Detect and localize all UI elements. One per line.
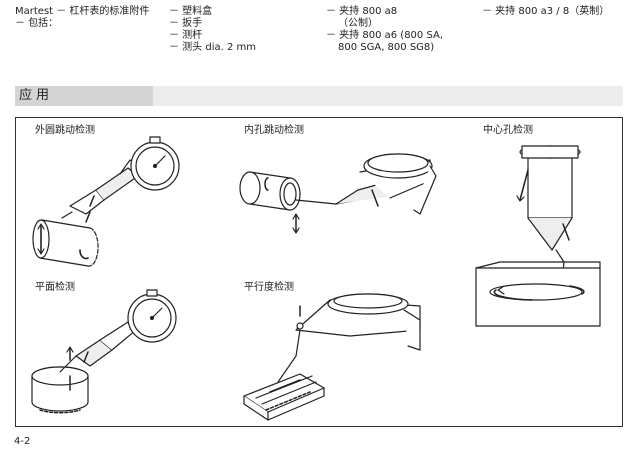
caption-outer-runout: 外圆跳动检测 (35, 125, 95, 136)
section-header-bar (15, 86, 623, 106)
center-hole-illustration (475, 145, 601, 327)
clamp-item-1-note: （公制） (338, 18, 378, 29)
applications-figure-frame (15, 117, 623, 427)
caption-parallelism: 平行度检测 (244, 282, 294, 293)
clamp-item-2-cont: 800 SGA, 800 SG8) (338, 42, 435, 53)
clamp-item-1: － 夹持 800 a8 (326, 6, 398, 17)
intro-line-2: － 包括： (15, 18, 59, 29)
flatness-illustration (31, 289, 177, 414)
clamp-item-2: － 夹持 800 a6 (800 SA, (326, 30, 444, 41)
page-number: 4-2 (14, 436, 31, 447)
section-title: 应用 (19, 88, 54, 103)
outer-runout-illustration (32, 136, 180, 267)
accessory-item-2: － 扳手 (169, 18, 203, 29)
intro-line-1: Martest － 杠杆表的标准附件 (15, 6, 150, 17)
clamp-item-3: － 夹持 800 a3 / 8（英制） (482, 6, 610, 17)
parallelism-illustration (243, 293, 421, 421)
inner-runout-illustration (239, 153, 437, 234)
caption-flatness: 平面检测 (35, 282, 75, 293)
accessory-item-3: － 测杆 (169, 30, 203, 41)
caption-inner-runout: 内孔跳动检测 (244, 125, 304, 136)
accessory-item-1: － 塑料盒 (169, 6, 213, 17)
caption-center-hole: 中心孔检测 (483, 125, 533, 136)
accessory-item-4: － 测头 dia. 2 mm (169, 42, 256, 53)
